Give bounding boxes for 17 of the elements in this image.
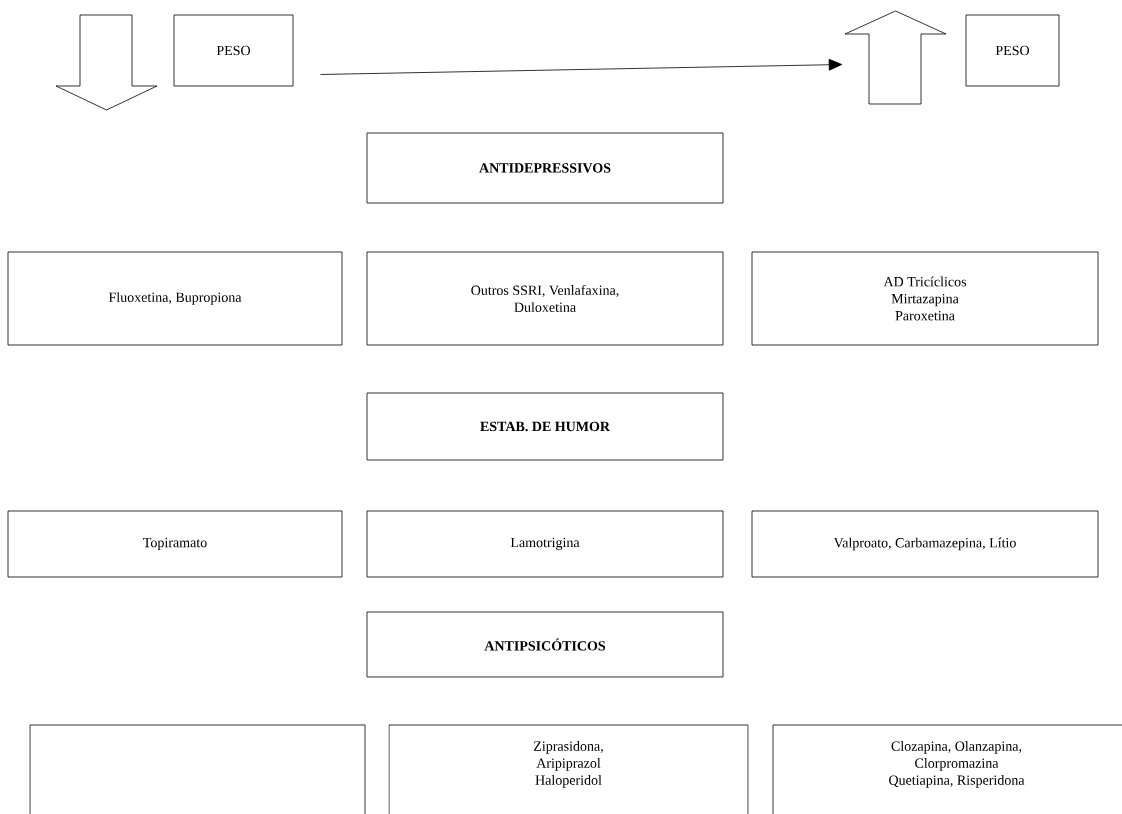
empty-box bbox=[29, 724, 366, 814]
label-box: PESO bbox=[173, 14, 294, 87]
drug-box: Topiramato bbox=[7, 510, 343, 578]
category-box: ANTIPSICÓTICOS bbox=[366, 611, 724, 678]
arrow bbox=[320, 58, 843, 75]
drug-box: AD Tricíclicos Mirtazapina Paroxetina bbox=[751, 251, 1099, 346]
drug-box: Lamotrigina bbox=[366, 510, 724, 578]
drug-box: Outros SSRI, Venlafaxina, Duloxetina bbox=[366, 251, 724, 346]
drug-box: Ziprasidona, Aripiprazol Haloperidol bbox=[388, 724, 749, 814]
drug-box: Valproato, Carbamazepina, Lítio bbox=[751, 510, 1099, 578]
category-box: ANTIDEPRESSIVOS bbox=[366, 132, 724, 204]
down-arrow bbox=[55, 14, 158, 111]
drug-box: Fluoxetina, Bupropiona bbox=[7, 251, 343, 346]
label-box: PESO bbox=[965, 14, 1060, 87]
up-arrow bbox=[844, 10, 947, 105]
drug-box: Clozapina, Olanzapina, Clorpromazina Quetiapina, Risperidona bbox=[772, 724, 1122, 814]
category-box: ESTAB. DE HUMOR bbox=[366, 392, 724, 461]
